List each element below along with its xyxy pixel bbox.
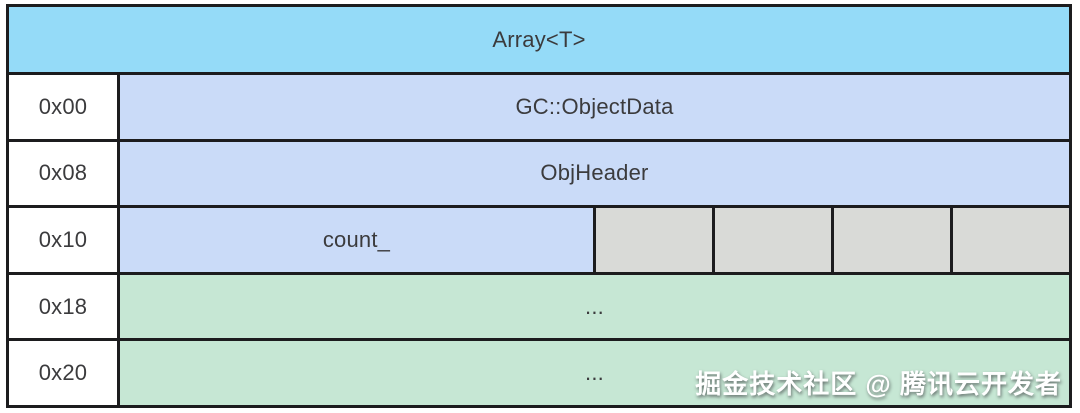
elements-cell: ... [120,341,1069,405]
padding-cell [953,208,1069,272]
elements-cell: ... [120,274,1069,339]
memory-layout-table: Array<T> 0x00 GC::ObjectData 0x08 ObjHea… [6,4,1072,408]
padding-cell [715,208,831,272]
offset-label: 0x18 [9,274,117,339]
offset-label: 0x08 [9,141,117,206]
offset-label: 0x20 [9,341,117,405]
padding-cell [834,208,950,272]
field-cell-count: count_ [120,208,593,272]
padding-cell [596,208,712,272]
field-cell-objectdata: GC::ObjectData [120,75,1069,139]
field-cell-objheader: ObjHeader [120,141,1069,206]
offset-label: 0x10 [9,208,117,272]
offset-label: 0x00 [9,75,117,139]
table-title: Array<T> [9,7,1069,72]
